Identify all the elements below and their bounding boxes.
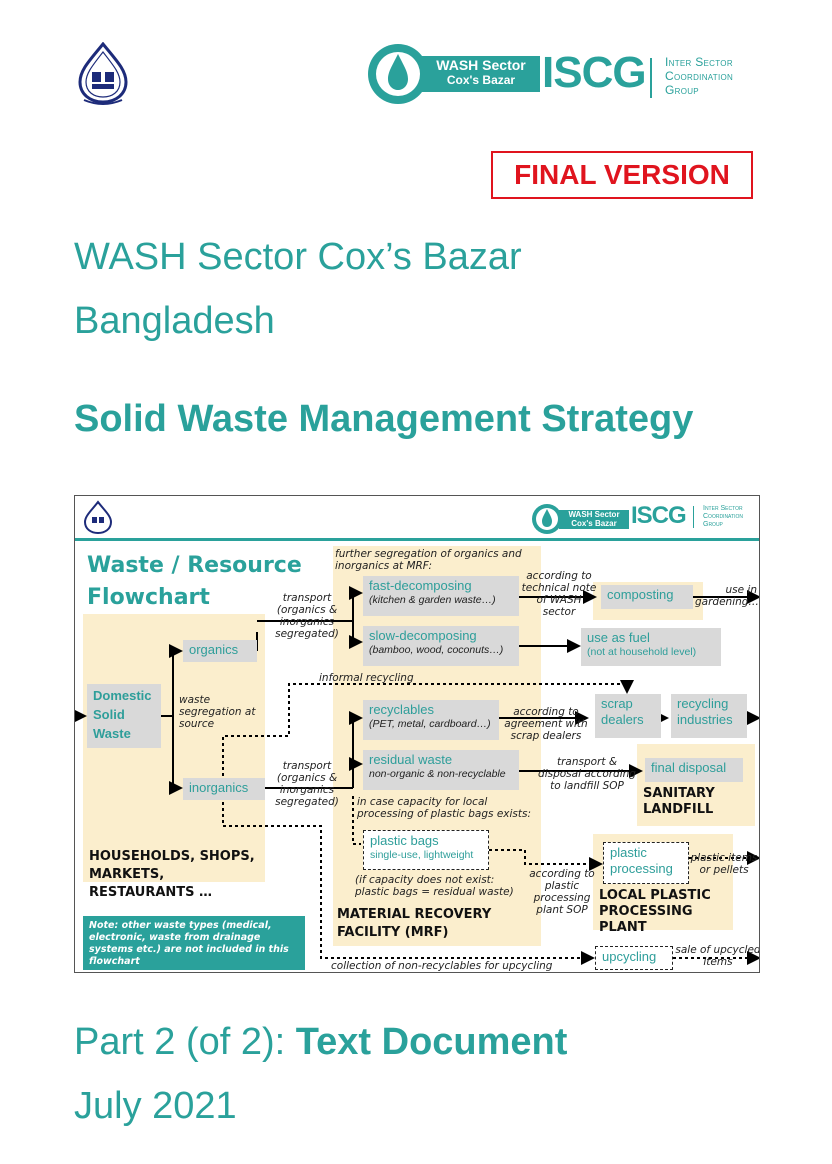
transport-landfill-label: transport & disposal according to landfi… [538,756,636,792]
transport-organics-label: transport (organics & inorganics segrega… [275,592,339,640]
transport-inorganics-label: transport (organics & inorganics segrega… [275,760,339,808]
flowchart-wash-logo: WASH Sector Cox's Bazar [531,502,631,540]
flowchart-iscg-line1: Inter Sector [703,505,743,512]
recyclables-sub: (PET, metal, cardboard…) [369,718,491,730]
flowchart-iscg-divider [693,506,694,528]
sanitary-landfill-label: SANITARY LANDFILL [643,786,715,817]
waste-segregation-label: waste segregation at source [179,694,256,730]
residual-waste-sub: non-organic & non-recyclable [369,768,506,780]
use-as-fuel-sub: (not at household level) [587,646,697,658]
households-label: HOUSEHOLDS, SHOPS, MARKETS, RESTAURANTS … [89,849,255,900]
upcycling-box: upcycling [595,946,673,970]
iscg-line2: Coordination [665,69,734,83]
mrf-label: MATERIAL RECOVERY FACILITY (MRF) [337,907,492,940]
plastic-bags-sub: single-use, lightweight [370,849,474,861]
use-as-fuel-box: use as fuel (not at household level) [581,628,721,666]
slow-decomposing-sub: (bamboo, wood, coconuts…) [369,644,504,656]
title-line2: Bangladesh [74,300,275,342]
flowchart-heading-line2: Flowchart [87,585,210,610]
iscg-acronym: ISCG [542,48,647,97]
title-line1: WASH Sector Cox’s Bazar [74,236,522,278]
if-capacity-not-exist: (if capacity does not exist: plastic bag… [355,874,514,898]
flowchart-note: Note: other waste types (medical, electr… [83,916,305,970]
slow-decomposing-box: slow-decomposing (bamboo, wood, coconuts… [363,626,519,666]
scrap-dealers-box: scrap dealers [595,694,661,738]
final-version-stamp: FINAL VERSION [491,151,753,199]
government-seal-logo [72,41,134,108]
wash-sector-logo: WASH Sector Cox's Bazar [366,42,542,106]
use-as-fuel-title: use as fuel [587,630,650,645]
flowchart-heading-line1: Waste / Resource [87,553,302,578]
recycling-industries-box: recycling industries [671,694,747,738]
flowchart-wash-line2: Cox's Bazar [571,519,617,528]
document-date: July 2021 [74,1085,237,1127]
flowchart-header-rule [75,538,759,541]
organics-box: organics [183,640,257,662]
plastic-bags-title: plastic bags [370,833,439,848]
fast-decomposing-title: fast-decomposing [369,578,472,593]
inorganics-box: inorganics [183,778,265,800]
flowchart-heading: Waste / Resource Flowchart [87,550,302,614]
plastic-bags-box: plastic bags single-use, lightweight [363,830,489,870]
collection-label: collection of non-recyclables for upcycl… [331,960,553,972]
capacity-note: in case capacity for local processing of… [357,796,532,820]
use-in-gardening: use in gardening… [695,584,759,608]
wash-logo-line2: Cox's Bazar [446,73,516,87]
according-technical-note: according to technical note of WASH sect… [521,570,597,618]
part-line: Part 2 (of 2): Text Document [74,1021,567,1064]
flowchart-iscg-fullname: Inter Sector Coordination Group [703,505,743,529]
iscg-line3: Group [665,83,699,97]
landfill-zone [637,744,755,826]
residual-waste-title: residual waste [369,752,453,767]
flowchart-iscg-line2: Coordination [703,513,743,520]
domestic-solid-waste-box: Domestic Solid Waste [87,684,161,748]
iscg-fullname: Inter Sector Coordination Group [665,55,733,97]
plastic-processing-box: plastic processing [603,842,689,884]
iscg-line1: Inter Sector [665,55,733,69]
residual-waste-box: residual waste non-organic & non-recycla… [363,750,519,790]
mrf-note: further segregation of organics and inor… [335,548,522,572]
recyclables-box: recyclables (PET, metal, cardboard…) [363,700,499,740]
final-disposal-box: final disposal [645,758,743,782]
part-bold: Text Document [295,1021,568,1063]
according-scrap-dealers: according to agreement with scrap dealer… [504,706,588,742]
flowchart-iscg-line3: Group [703,521,723,528]
according-plant-sop: according to plastic processing plant SO… [529,868,595,916]
document-title: Solid Waste Management Strategy [74,398,694,440]
iscg-divider [650,58,652,98]
informal-recycling-label: informal recycling [319,672,414,684]
flowchart-iscg: ISCG [631,502,687,529]
local-plastic-plant-label: LOCAL PLASTIC PROCESSING PLANT [599,888,711,935]
slow-decomposing-title: slow-decomposing [369,628,477,643]
flowchart-connectors [75,586,759,965]
fast-decomposing-sub: (kitchen & garden waste…) [369,594,496,606]
flowchart-figure: WASH Sector Cox's Bazar ISCG Inter Secto… [74,495,760,973]
recyclables-title: recyclables [369,702,435,717]
flowchart-wash-line1: WASH Sector [568,510,620,519]
sale-upcycled-label: sale of upcycled items [675,944,760,968]
plastic-items-label: plastic items or pellets [690,852,758,876]
wash-logo-line1: WASH Sector [436,57,526,73]
composting-box: composting [601,585,693,609]
flowchart-seal-logo [81,500,115,540]
fast-decomposing-box: fast-decomposing (kitchen & garden waste… [363,576,519,616]
part-prefix: Part 2 (of 2): [74,1021,296,1063]
